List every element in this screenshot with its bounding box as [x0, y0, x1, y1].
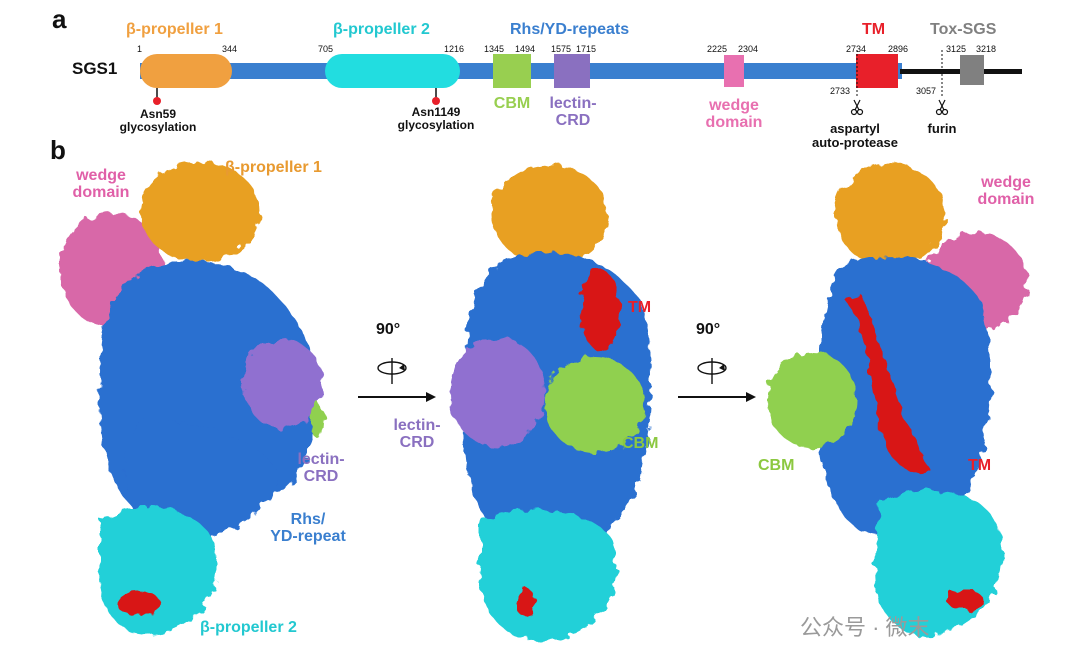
panel-a-letter: a	[52, 4, 67, 34]
label-glyco2: Asn1149 glycosylation	[397, 105, 475, 132]
label-aspartyl: aspartyl auto-protease	[812, 121, 898, 150]
glyco-pin-1	[153, 97, 161, 105]
pos-1715: 1715	[576, 44, 597, 54]
v3-label-wedge: wedge domain	[977, 174, 1035, 208]
density-view-1	[60, 162, 323, 636]
glyco-pin-2	[432, 97, 440, 105]
v2-tm-bottom	[515, 588, 535, 616]
pos-2733: 2733	[830, 86, 851, 96]
v3-label-tm: TM	[968, 457, 992, 474]
v3-tm-bottom	[947, 590, 983, 610]
panel-b-letter: b	[50, 135, 66, 165]
pos-705: 705	[318, 44, 334, 54]
domain-diagram	[140, 50, 1022, 116]
label-tm: TM	[862, 21, 886, 38]
domain-lectin	[554, 54, 590, 88]
pos-1216: 1216	[444, 44, 465, 54]
v2-lectin	[449, 337, 545, 447]
label-bp1: β-propeller 1	[126, 21, 223, 38]
density-view-3	[767, 163, 1027, 636]
pos-3218: 3218	[976, 44, 997, 54]
pos-1575: 1575	[551, 44, 572, 54]
pos-3057: 3057	[916, 86, 937, 96]
rotation-arrow-1	[358, 358, 436, 402]
domain-wedge	[724, 55, 744, 87]
pos-1345: 1345	[484, 44, 505, 54]
v3-bp1	[835, 163, 945, 267]
pos-2896: 2896	[888, 44, 909, 54]
v3-cbm	[767, 352, 857, 448]
domain-tox	[960, 55, 984, 85]
v1-tm	[116, 591, 160, 615]
v1-label-rhs: Rhs/ YD-repeat	[270, 511, 346, 545]
pos-2734: 2734	[846, 44, 867, 54]
v3-tm	[845, 295, 930, 474]
protein-name: SGS1	[72, 59, 118, 78]
pos-1494: 1494	[515, 44, 536, 54]
scissors-icon-1	[850, 99, 864, 116]
pos-344: 344	[222, 44, 238, 54]
pos-2304: 2304	[738, 44, 759, 54]
v1-bp1	[140, 162, 260, 262]
label-furin: furin	[927, 121, 957, 136]
v1-label-wedge: wedge domain	[72, 167, 130, 201]
v2-label-lectin: lectin- CRD	[393, 417, 441, 451]
v2-cbm	[545, 357, 645, 453]
label-glyco1: Asn59 glycosylation	[119, 107, 197, 134]
label-tox: Tox-SGS	[930, 21, 997, 38]
v1-label-lectin: lectin- CRD	[297, 451, 345, 485]
label-rhs: Rhs/YD-repeats	[510, 21, 630, 38]
v2-label-cbm: CBM	[622, 435, 659, 452]
pos-3125: 3125	[946, 44, 967, 54]
v1-bp2	[99, 506, 218, 636]
v2-bp1	[492, 165, 608, 265]
pos-1: 1	[137, 44, 143, 54]
v2-tm	[580, 270, 620, 350]
label-cbm-a: CBM	[493, 95, 531, 112]
v2-label-tm: TM	[628, 299, 652, 316]
v2-bp2	[479, 509, 617, 640]
scissors-icon-2	[935, 99, 949, 116]
rotation-arrow-2	[678, 358, 756, 402]
rotation-label-1: 90°	[376, 321, 401, 338]
density-view-2	[449, 165, 652, 640]
domain-bp1	[140, 54, 232, 88]
domain-cbm	[493, 54, 531, 88]
domain-tm	[856, 54, 898, 88]
v1-label-bp1: β-propeller 1	[225, 159, 322, 176]
v1-lectin	[243, 339, 323, 429]
domain-bp2	[325, 54, 460, 88]
watermark: 公众号 · 微末	[800, 615, 930, 640]
v3-label-cbm: CBM	[758, 457, 795, 474]
pos-2225: 2225	[707, 44, 728, 54]
label-bp2: β-propeller 2	[333, 21, 430, 38]
v1-label-bp2: β-propeller 2	[200, 619, 297, 636]
label-lectin-a: lectin- CRD	[549, 95, 597, 129]
v1-cbm-edge	[311, 402, 323, 438]
rotation-label-2: 90°	[696, 321, 721, 338]
label-wedge-a: wedge domain	[705, 97, 763, 131]
